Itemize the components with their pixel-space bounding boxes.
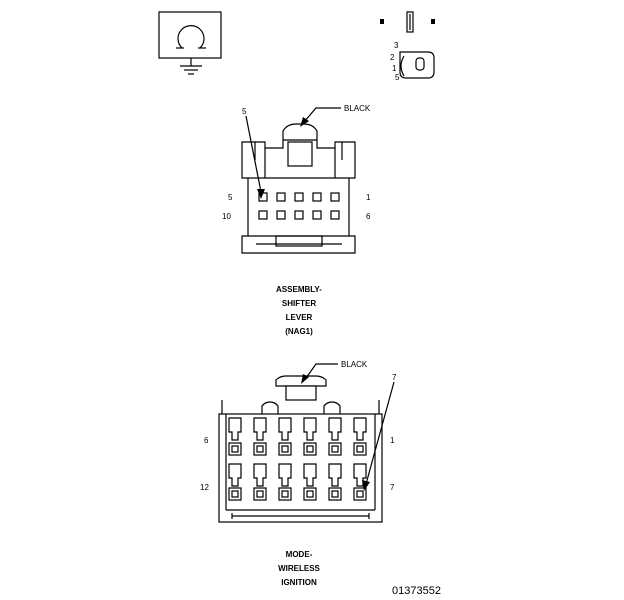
bottom-color-label: BLACK [341,360,368,369]
top-connector-name-line-1: ASSEMBLY- [276,285,322,294]
ignition-connector [218,363,395,523]
bottom-pin-label-row2-right: 7 [390,483,395,492]
connector-view-icon: 3 2 1 5 [380,11,435,82]
top-pin-label-row2-right: 6 [366,212,371,221]
svg-text:5: 5 [395,73,400,82]
top-connector-name-line-3: LEVER [286,313,313,322]
bottom-connector-name-line-2: WIRELESS [278,564,320,573]
shifter-connector [241,107,356,254]
figure-id: 01373552 [392,585,441,597]
svg-text:2: 2 [390,53,395,62]
bottom-connector-name-line-1: MODE- [286,550,313,559]
top-pin-label-row1-right: 1 [366,193,371,202]
bottom-pin-label-row1-right: 1 [390,436,395,445]
bottom-callout-pin-label: 7 [392,373,397,382]
bottom-connector-name-line-3: IGNITION [281,578,317,587]
bottom-pin-label-row2-left: 12 [200,483,209,492]
top-connector-name-line-2: SHIFTER [282,299,316,308]
bottom-pin-label-row1-left: 6 [204,436,209,445]
ground-icon [158,11,222,75]
svg-text:3: 3 [394,41,399,50]
top-callout-pin-label: 5 [242,107,247,116]
svg-text:1: 1 [392,64,397,73]
top-pin-label-row1-left: 5 [228,193,233,202]
top-color-label: BLACK [344,104,371,113]
top-pin-label-row2-left: 10 [222,212,231,221]
top-connector-name-line-4: (NAG1) [285,327,313,336]
